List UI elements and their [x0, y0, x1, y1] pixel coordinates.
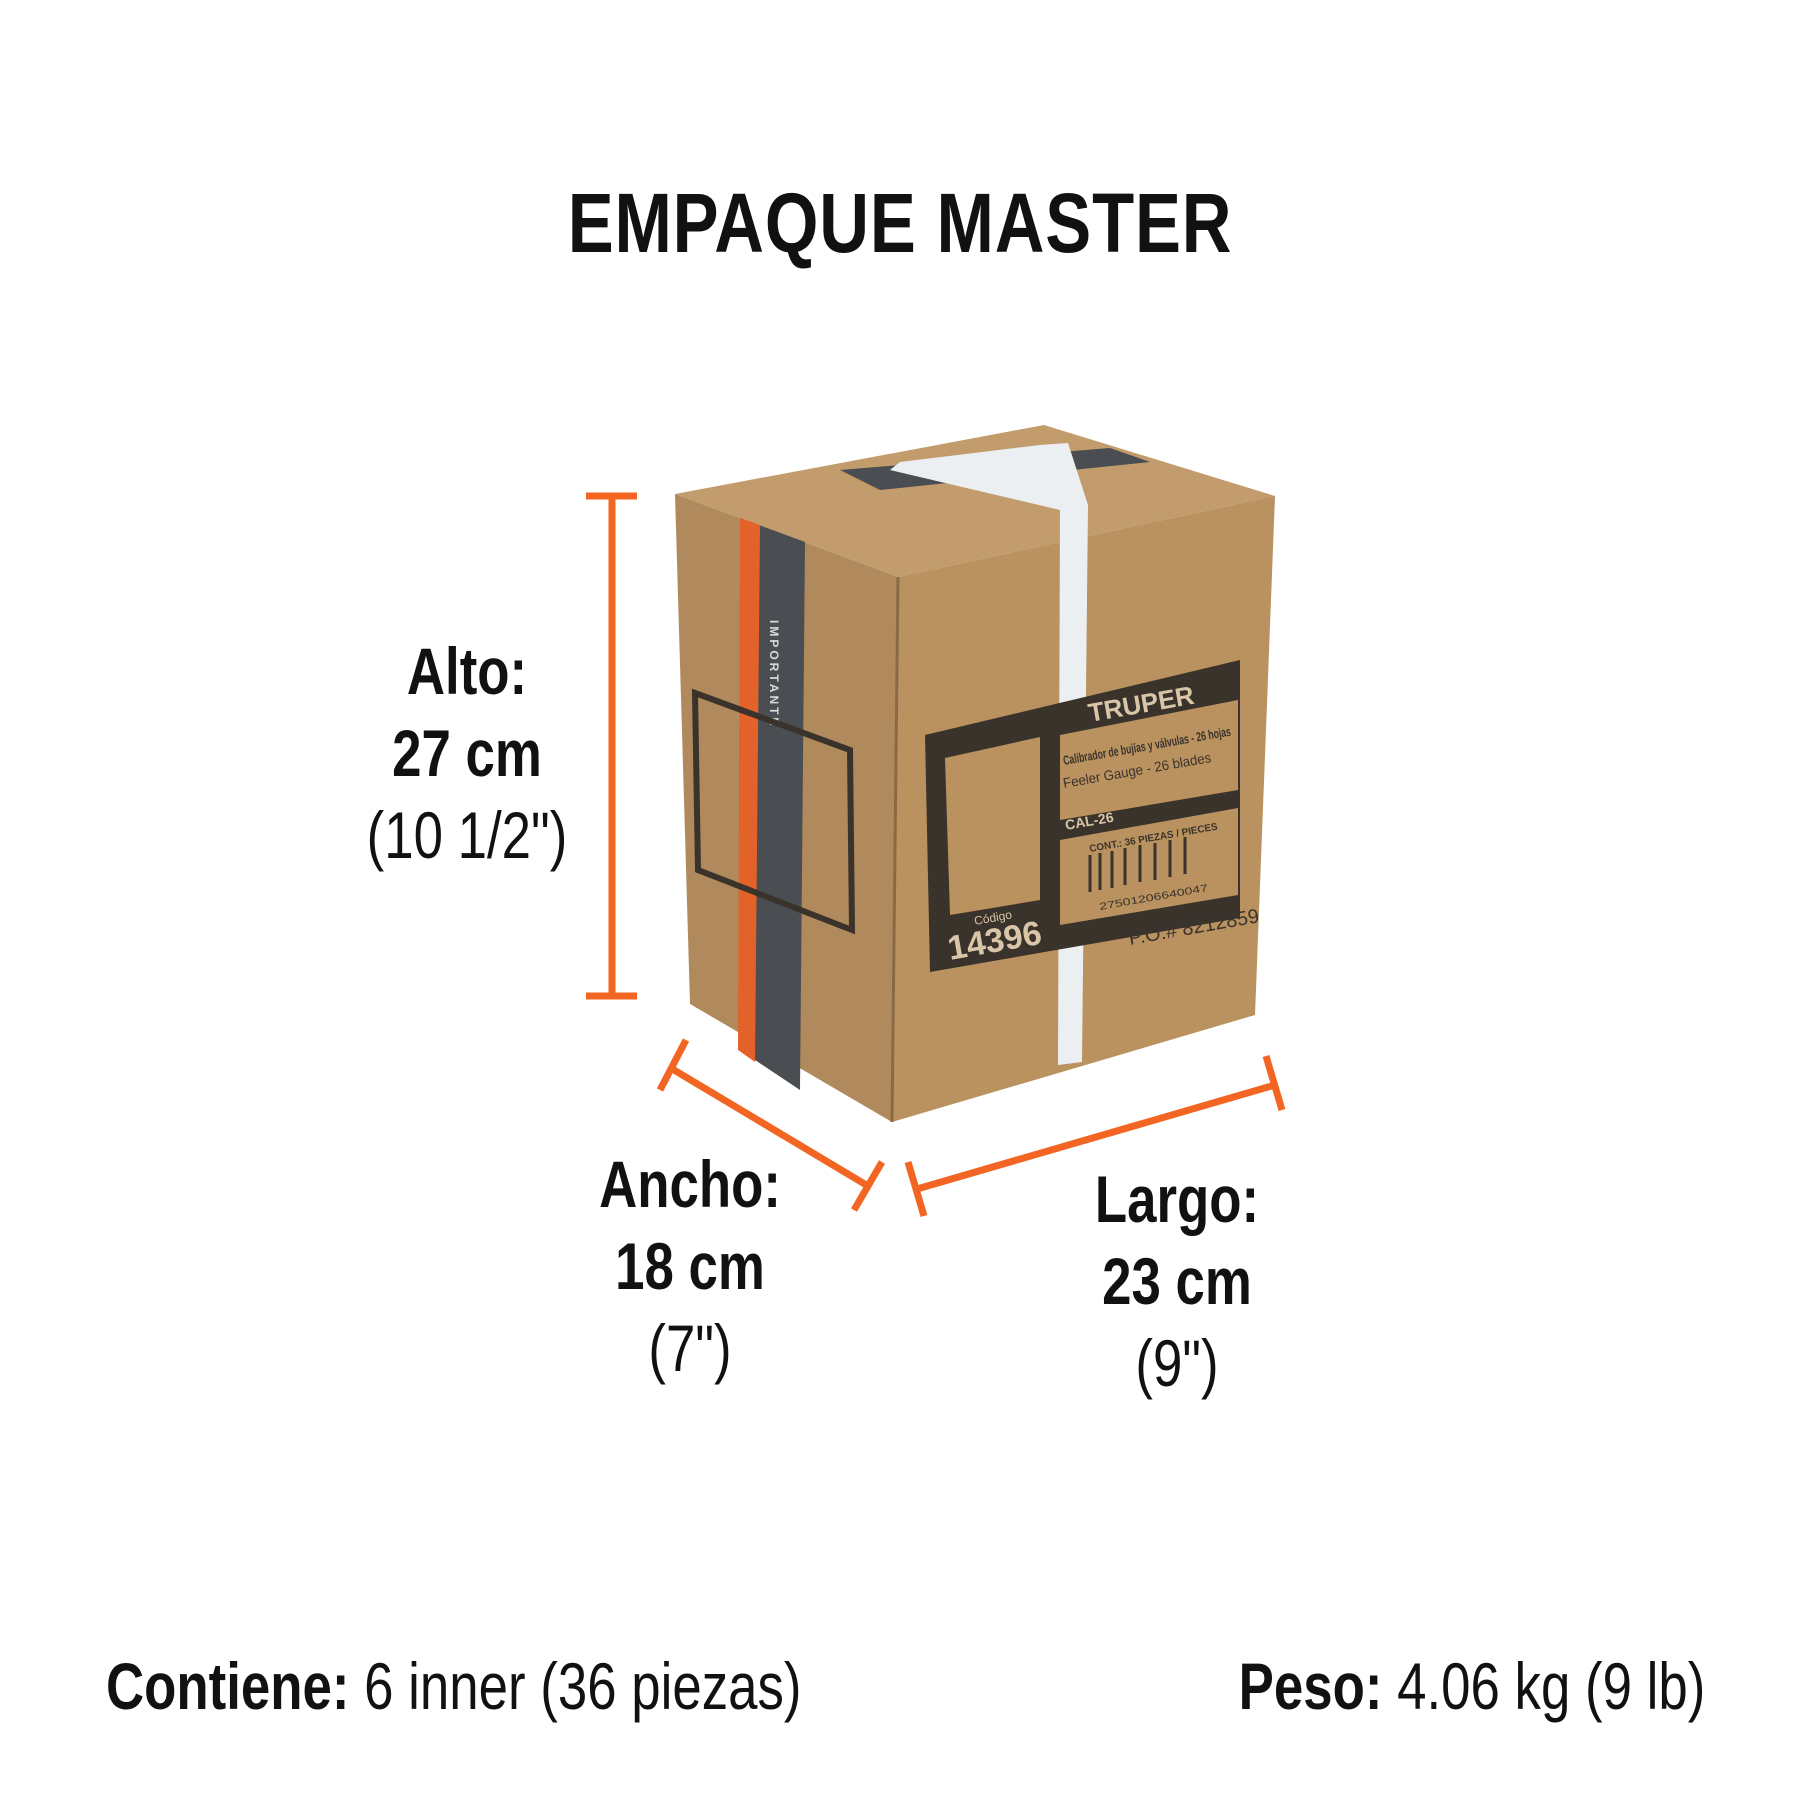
largo-imperial: (9"): [1135, 1326, 1219, 1400]
page-title: EMPAQUE MASTER: [567, 176, 1233, 270]
codigo-label: Código: [973, 908, 1013, 928]
tape-text: IMPORTANTE: [767, 620, 781, 728]
weight-info: Peso: 4.06 kg (9 lb): [1238, 1648, 1705, 1724]
ancho-line: [667, 1063, 870, 1190]
largo-label: Largo:: [1094, 1162, 1260, 1236]
strap: [890, 443, 1088, 1065]
alto-imperial: (10 1/2"): [366, 798, 568, 872]
front-label: TRUPER Calibrador de bujías y válvulas -…: [925, 660, 1261, 972]
barcode: [1088, 837, 1187, 892]
alto-label: Alto:: [406, 634, 528, 708]
ancho-label: Ancho:: [599, 1147, 781, 1221]
largo-line: [916, 1081, 1276, 1193]
peso-label: Peso:: [1238, 1649, 1383, 1723]
side-label: [691, 688, 856, 935]
ancho-imperial: (7"): [648, 1311, 732, 1385]
peso-value: 4.06 kg (9 lb): [1396, 1649, 1705, 1723]
alto-metric: 27 cm: [392, 716, 542, 790]
contiene-value: 6 inner (36 piezas): [364, 1649, 802, 1723]
alto-dimension: Alto: 27 cm (10 1/2"): [307, 630, 627, 876]
largo-dimension: Largo: 23 cm (9"): [1017, 1158, 1337, 1404]
contents-info: Contiene: 6 inner (36 piezas): [106, 1648, 801, 1724]
contiene-label: Contiene:: [106, 1649, 350, 1723]
ancho-metric: 18 cm: [615, 1229, 765, 1303]
largo-metric: 23 cm: [1102, 1244, 1252, 1318]
ancho-dimension: Ancho: 18 cm (7"): [530, 1143, 850, 1389]
